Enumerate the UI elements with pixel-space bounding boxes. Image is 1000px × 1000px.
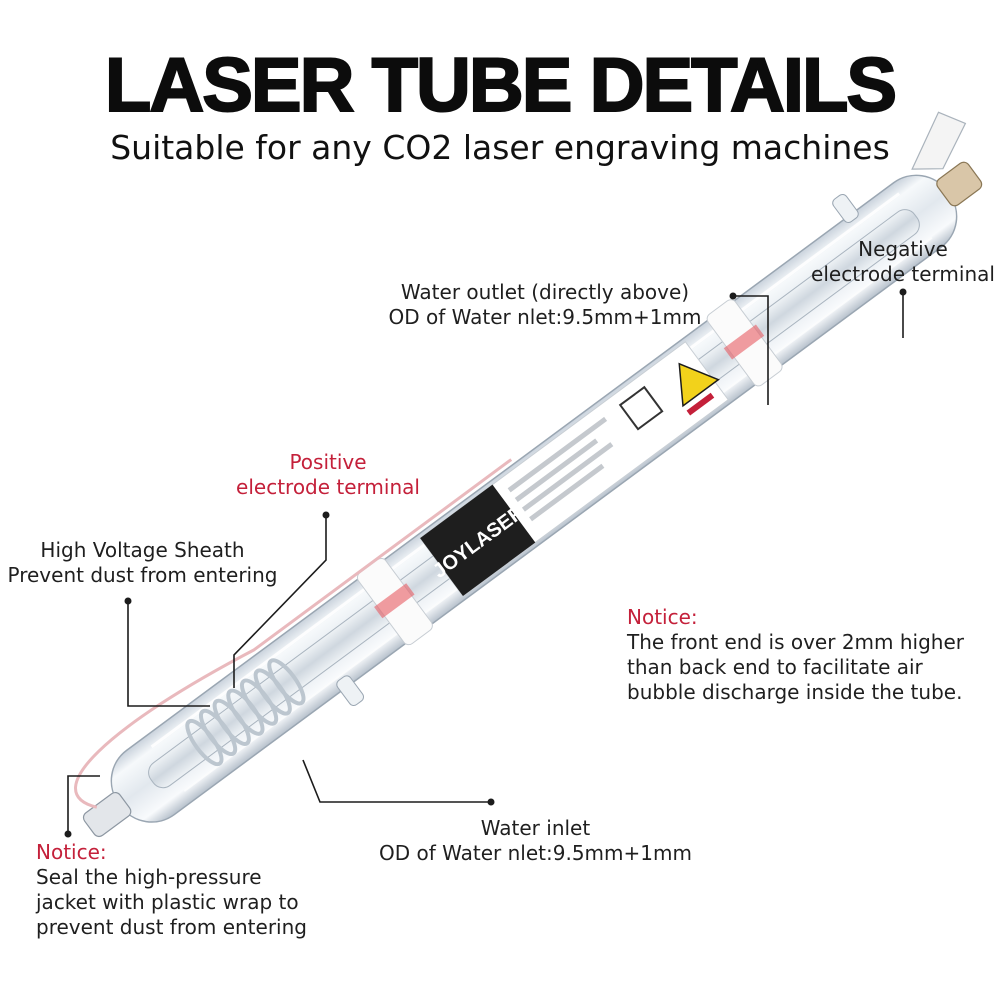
positive-terminal-label: Positive electrode terminal xyxy=(236,450,420,499)
positive-lead-wire xyxy=(74,458,513,809)
notice-heading: Notice: xyxy=(36,840,107,864)
page-subtitle: Suitable for any CO2 laser engraving mac… xyxy=(110,128,890,167)
cooling-coil xyxy=(185,658,306,767)
water-inlet-label: Water inlet OD of Water nlet:9.5mm+1mm xyxy=(379,816,692,865)
positive-terminal-leader xyxy=(233,515,327,688)
rear-end-cap xyxy=(82,791,132,838)
water-outlet-label: Water outlet (directly above) OD of Wate… xyxy=(388,280,702,329)
laser-warning-icon xyxy=(678,362,720,408)
hv-sheath-label: High Voltage Sheath Prevent dust from en… xyxy=(7,538,278,587)
brand-band xyxy=(420,484,536,597)
page-title: LASER TUBE DETAILS xyxy=(104,43,898,128)
water-inlet-nozzle xyxy=(336,675,365,707)
negative-terminal-label: Negative electrode terminal xyxy=(811,237,995,286)
seal-notice-leader xyxy=(67,775,100,834)
negative-terminal-sheath xyxy=(911,111,967,170)
hv-sheath-leader xyxy=(127,601,210,707)
seal-notice: Notice: Seal the high-pressure jacket wi… xyxy=(36,840,307,939)
water-outlet-leader xyxy=(733,295,769,405)
front-end-notice: Notice: The front end is over 2mm higher… xyxy=(627,605,964,704)
water-outlet-nozzle xyxy=(832,193,859,223)
water-inlet-leader xyxy=(302,759,491,803)
laser-tube: JOYLASER xyxy=(74,111,983,838)
notice-heading: Notice: xyxy=(627,605,698,629)
qr-code xyxy=(618,385,664,431)
front-end-cap xyxy=(936,161,983,207)
